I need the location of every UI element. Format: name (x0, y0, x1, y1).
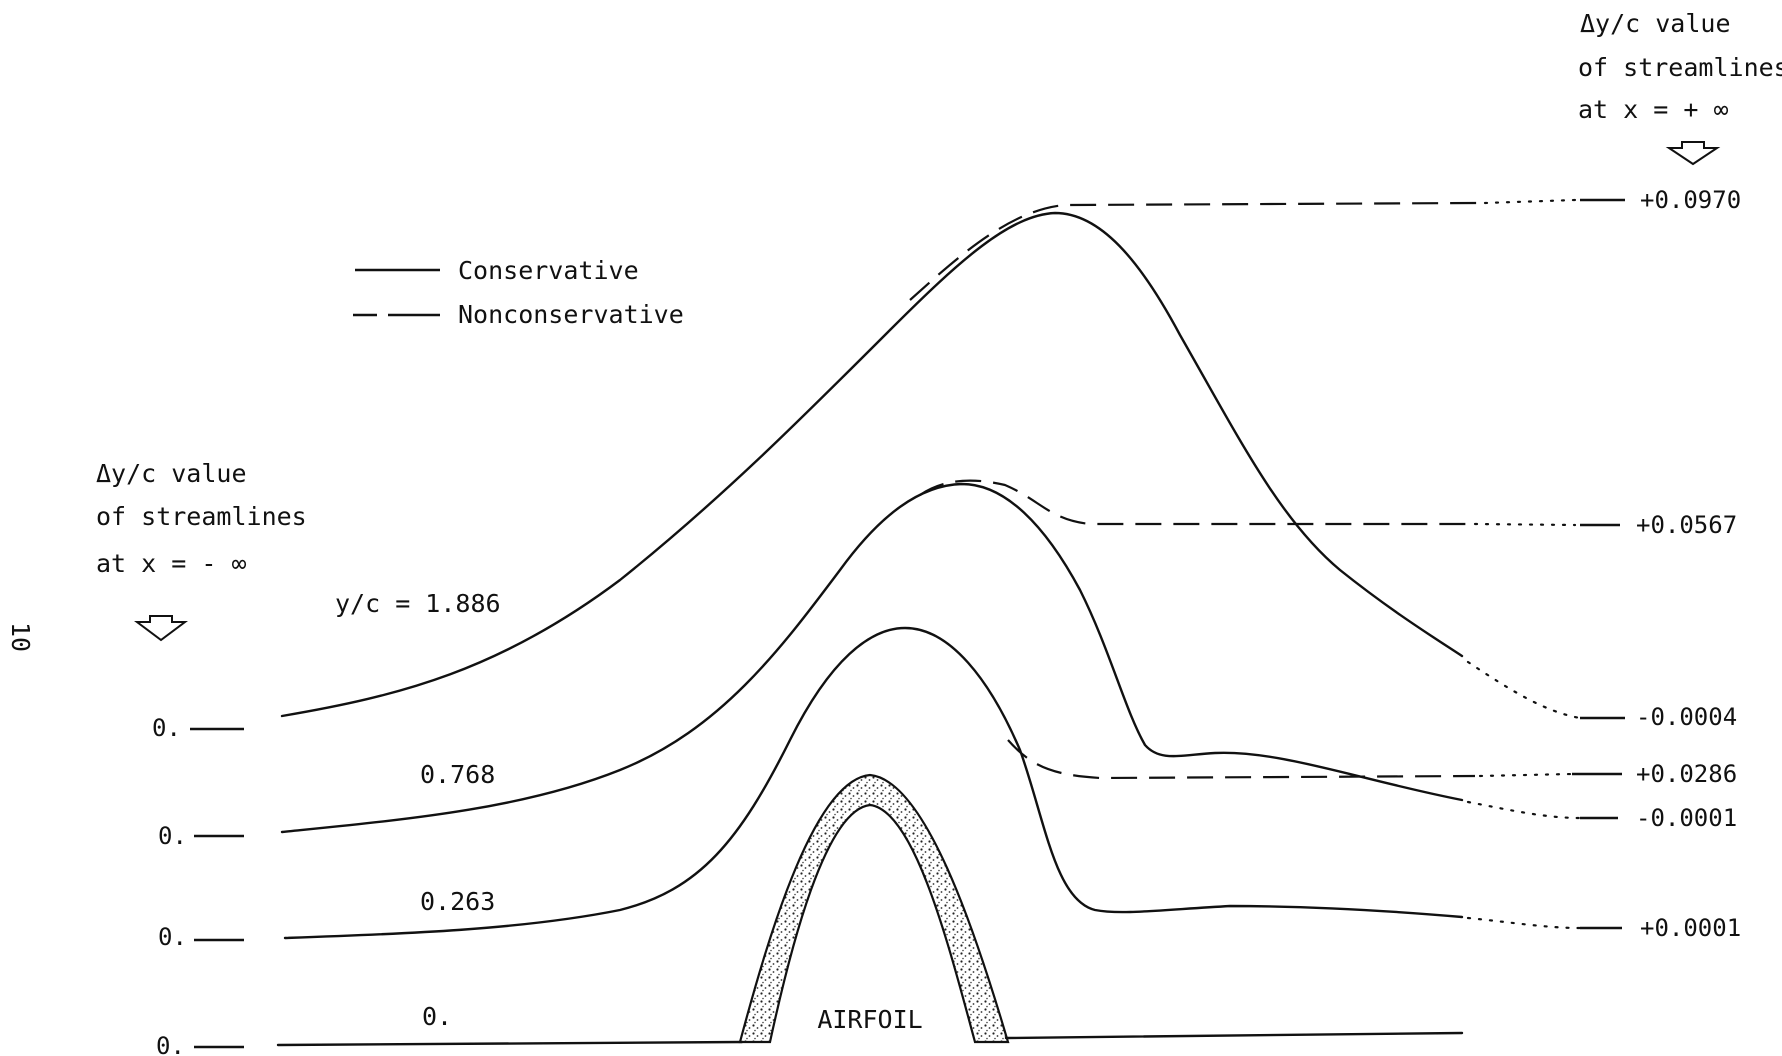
right-down-arrow-icon (1665, 141, 1721, 166)
streamline-label-3: 0.263 (420, 887, 495, 916)
downstream-value-3-c: +0.0001 (1640, 914, 1741, 942)
upstream-value-1: 0. (152, 714, 181, 742)
streamline-3-nonconservative (1007, 739, 1476, 780)
streamline-1-nonconservative-tail (1483, 198, 1577, 205)
streamline-label-1: y/c = 1.886 (335, 589, 501, 618)
page-number: 10 (6, 622, 35, 652)
upstream-value-3: 0. (158, 923, 187, 951)
right-header-line2: of streamlines (1578, 53, 1782, 82)
left-header-line2: of streamlines (96, 502, 307, 531)
streamline-2-conservative-tail (1466, 800, 1582, 820)
left-header: Δy/c value of streamlines at x = - ∞ (96, 459, 307, 642)
upstream-value-4: 0. (156, 1032, 185, 1056)
streamline-label-4: 0. (422, 1002, 452, 1031)
legend-conservative-label: Conservative (458, 256, 639, 285)
upstream-value-2: 0. (158, 822, 187, 850)
left-header-line3: at x = - ∞ (96, 549, 247, 578)
right-header-line1: Δy/c value (1580, 9, 1731, 38)
streamline-2-nonconservative (919, 479, 1470, 526)
airfoil-label: AIRFOIL (817, 1005, 922, 1034)
streamline-3-nonconservative-tail (1478, 772, 1574, 778)
streamline-4-left (276, 1040, 744, 1047)
legend-nonconservative-label: Nonconservative (458, 300, 684, 329)
downstream-value-2-c: -0.0001 (1636, 804, 1737, 832)
airfoil-shape (738, 773, 1010, 1044)
upstream-values: 0. 0. 0. 0. (152, 714, 244, 1056)
right-header-line3: at x = + ∞ (1578, 95, 1729, 124)
streamline-3-conservative (283, 626, 1464, 940)
streamline-3-conservative-tail (1466, 916, 1582, 930)
left-down-arrow-icon (134, 615, 188, 642)
downstream-value-1-c: -0.0004 (1636, 703, 1737, 731)
streamline-2-nonconservative-tail (1473, 522, 1577, 527)
right-header: Δy/c value of streamlines at x = + ∞ (1578, 9, 1782, 166)
downstream-values: +0.0970 +0.0567 -0.0004 +0.0286 -0.0001 … (1636, 186, 1741, 942)
streamline-1-conservative-tail (1466, 660, 1582, 720)
downstream-value-1-nc: +0.0970 (1640, 186, 1741, 214)
legend: Conservative Nonconservative (353, 256, 684, 329)
streamline-2-conservative (280, 482, 1464, 834)
streamline-4-right (1004, 1031, 1464, 1040)
streamline-1-conservative (280, 211, 1464, 718)
left-header-line1: Δy/c value (96, 459, 247, 488)
streamline-label-2: 0.768 (420, 760, 495, 789)
airfoil: AIRFOIL (738, 773, 1010, 1044)
streamline-1-nonconservative (909, 201, 1481, 301)
downstream-value-3-nc: +0.0286 (1636, 760, 1737, 788)
downstream-value-2-nc: +0.0567 (1636, 511, 1737, 539)
